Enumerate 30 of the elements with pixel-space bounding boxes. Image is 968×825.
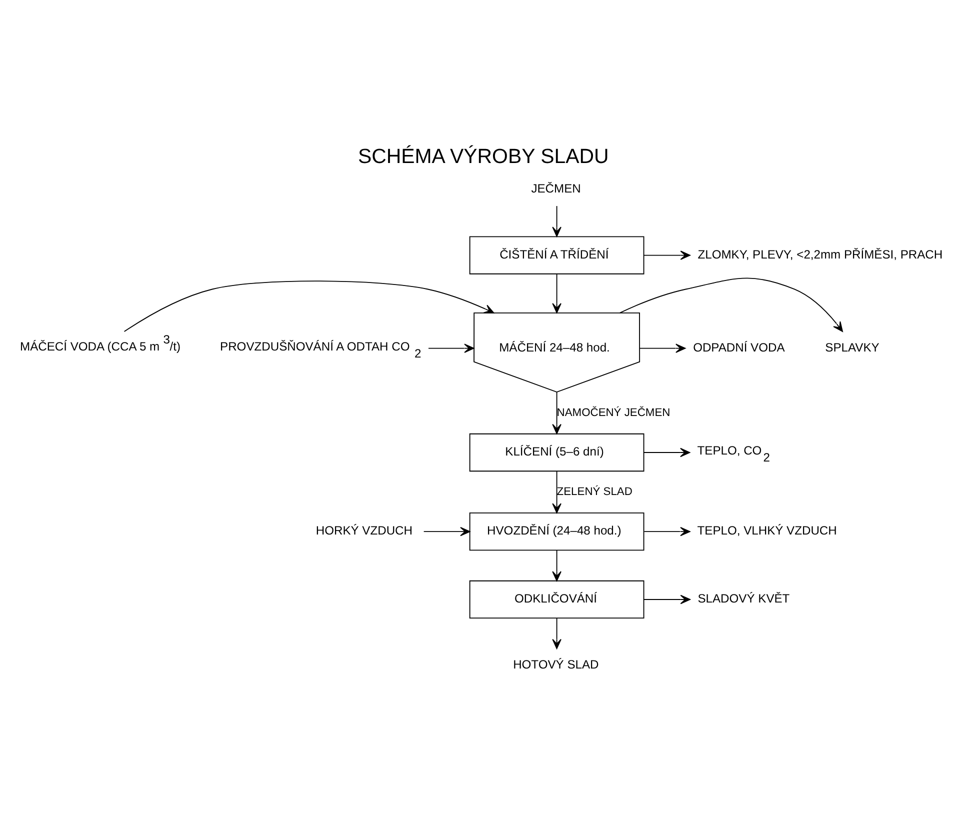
arrow xyxy=(619,278,843,332)
arrow xyxy=(552,392,562,434)
arrow xyxy=(124,280,494,332)
node-text: SPLAVKY xyxy=(825,340,880,354)
arrow xyxy=(552,274,562,314)
edge-label: ZELENÝ SLAD xyxy=(556,486,632,498)
arrow xyxy=(552,206,562,237)
node-text: HORKÝ VZDUCH xyxy=(316,524,412,538)
arrow xyxy=(643,250,690,260)
arrow xyxy=(552,550,562,582)
arrow xyxy=(639,344,686,353)
node-text: ODPADNÍ VODA xyxy=(693,340,785,354)
node-box: KLÍČENÍ (5–6 dní) xyxy=(469,433,644,472)
node-text: SLADOVÝ KVĚT xyxy=(698,592,790,606)
node-text: HOTOVÝ SLAD xyxy=(513,658,599,672)
node-text: JEČMEN xyxy=(531,181,581,196)
edge-label: NAMOČENÝ JEČMEN xyxy=(556,406,670,419)
arrow xyxy=(552,618,562,650)
arrow xyxy=(552,470,562,514)
arrow xyxy=(644,526,690,536)
diagram-title: SCHÉMA VÝROBY SLADU xyxy=(358,144,609,168)
arrow xyxy=(428,344,474,353)
arrow xyxy=(643,448,690,458)
node-text: TEPLO, VLHKÝ VZDUCH xyxy=(697,524,837,538)
arrow xyxy=(423,526,470,536)
node-text: ZLOMKY, PLEVY, <2,2mm PŘÍMĚSI, PRACH xyxy=(698,247,943,262)
node-box: ČIŠTĚNÍ A TŘÍDĚNÍ xyxy=(469,236,644,274)
node-box: HVOZDĚNÍ (24–48 hod.) xyxy=(469,512,644,551)
node-box: ODKLIČOVÁNÍ xyxy=(469,580,644,619)
arrow xyxy=(643,594,690,604)
